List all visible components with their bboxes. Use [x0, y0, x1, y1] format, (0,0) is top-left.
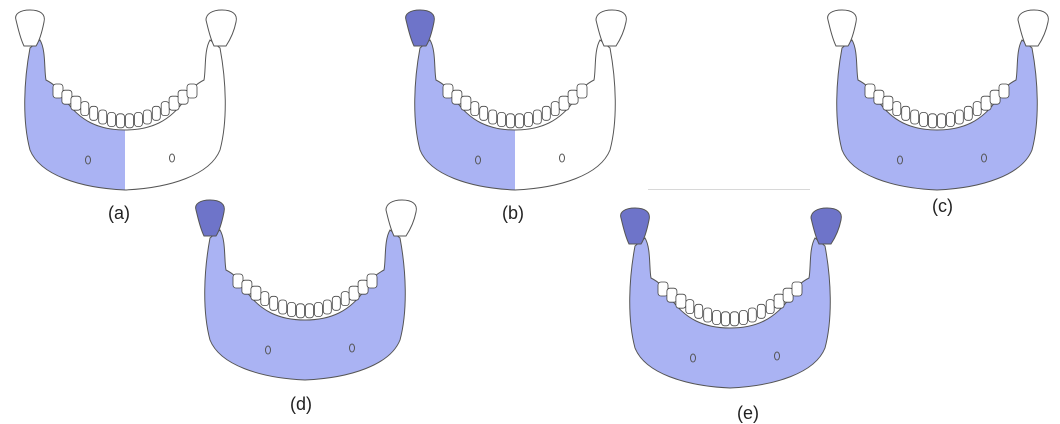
- tooth: [81, 102, 89, 116]
- caption-c: (c): [932, 196, 953, 217]
- tooth: [117, 114, 125, 128]
- tooth: [739, 311, 747, 325]
- tooth: [973, 102, 981, 116]
- tooth: [452, 90, 462, 104]
- tooth: [314, 303, 322, 317]
- tooth: [938, 114, 946, 128]
- tooth: [704, 308, 712, 322]
- tooth: [542, 106, 550, 120]
- tooth: [187, 84, 197, 98]
- tooth: [757, 304, 765, 318]
- tooth: [270, 296, 278, 310]
- tooth: [911, 110, 919, 124]
- tooth: [981, 96, 991, 110]
- tooth: [71, 96, 81, 110]
- tooth: [90, 106, 98, 120]
- tooth: [551, 102, 559, 116]
- mandible-drawing-c: [812, 10, 1060, 195]
- tooth: [161, 102, 169, 116]
- tooth: [62, 90, 72, 104]
- tooth: [893, 102, 901, 116]
- tooth: [99, 110, 107, 124]
- tooth: [126, 114, 134, 128]
- tooth: [297, 304, 305, 318]
- caption-d: (d): [290, 394, 312, 415]
- tooth: [929, 114, 937, 128]
- mandible-figure-b: [390, 10, 640, 195]
- tooth: [874, 90, 884, 104]
- tooth: [498, 113, 506, 127]
- tooth: [946, 113, 954, 127]
- tooth: [367, 274, 377, 288]
- tooth: [686, 300, 694, 314]
- mandible-figure-a: [0, 10, 250, 195]
- tooth: [920, 113, 928, 127]
- tooth: [242, 280, 252, 294]
- tooth: [288, 303, 296, 317]
- tooth: [108, 113, 116, 127]
- tooth: [731, 312, 739, 326]
- tooth: [695, 304, 703, 318]
- tooth: [461, 96, 471, 110]
- tooth: [883, 96, 893, 110]
- mandible-figure-c: [812, 10, 1060, 195]
- tooth: [792, 282, 802, 296]
- tooth: [480, 106, 488, 120]
- tooth: [516, 114, 524, 128]
- caption-a: (a): [108, 203, 130, 224]
- tooth: [169, 96, 179, 110]
- tooth: [955, 110, 963, 124]
- mandible-drawing-b: [390, 10, 640, 195]
- tooth: [722, 312, 730, 326]
- tooth: [990, 90, 1000, 104]
- tooth: [524, 113, 532, 127]
- tooth: [251, 286, 261, 300]
- tooth: [143, 110, 151, 124]
- tooth: [568, 90, 578, 104]
- tooth: [489, 110, 497, 124]
- tooth: [323, 300, 331, 314]
- tooth: [774, 294, 784, 308]
- tooth: [766, 300, 774, 314]
- mandible-drawing-a: [0, 10, 250, 195]
- tooth: [349, 286, 359, 300]
- tooth: [748, 308, 756, 322]
- tooth: [341, 292, 349, 306]
- tooth: [964, 106, 972, 120]
- tooth: [577, 84, 587, 98]
- tooth: [999, 84, 1009, 98]
- tooth: [134, 113, 142, 127]
- mandible-figure-d: [180, 200, 430, 385]
- tooth: [902, 106, 910, 120]
- mandible-figure-e: [605, 208, 855, 393]
- tooth: [667, 288, 677, 302]
- tooth: [332, 296, 340, 310]
- caption-e: (e): [737, 403, 759, 424]
- tooth: [676, 294, 686, 308]
- tooth: [471, 102, 479, 116]
- tooth: [152, 106, 160, 120]
- tooth: [783, 288, 793, 302]
- tooth: [279, 300, 287, 314]
- tooth: [713, 311, 721, 325]
- mandible-drawing-d: [180, 200, 430, 385]
- caption-b: (b): [502, 203, 524, 224]
- tooth: [306, 304, 314, 318]
- separator-line: [648, 189, 810, 190]
- tooth: [507, 114, 515, 128]
- tooth: [559, 96, 569, 110]
- tooth: [261, 292, 269, 306]
- tooth: [533, 110, 541, 124]
- mandible-drawing-e: [605, 208, 855, 393]
